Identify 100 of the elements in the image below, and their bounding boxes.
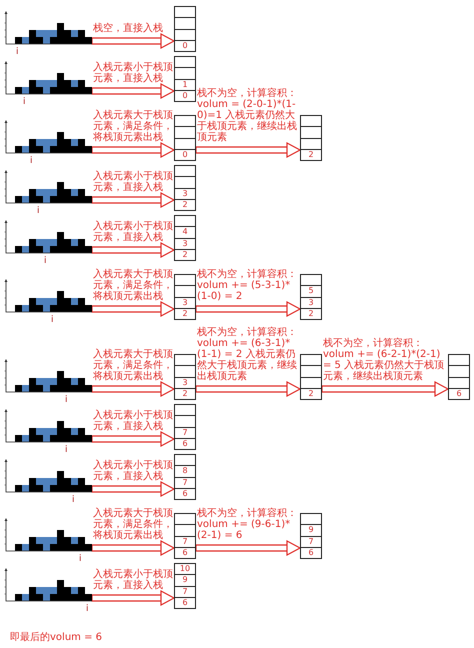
stack-slot: 6: [175, 438, 195, 449]
result-note: 即最后的volum = 6: [10, 632, 102, 643]
pointer-label: i: [65, 446, 68, 455]
step-description: 栈不为空，计算容积： volum += (9-6-1)*(2-1) = 6: [197, 508, 298, 541]
stack-box: [174, 563, 196, 609]
pointer-label: i: [30, 157, 33, 166]
step-description: 入栈元素大于栈顶元素，满足条件，将栈顶元素出栈: [93, 508, 173, 541]
bar-chart-drawing: [2, 10, 92, 46]
bar-chart-drawing: [2, 219, 92, 255]
hollow-arrow: [195, 142, 301, 158]
stack-slot: 3: [175, 378, 195, 389]
stack-slot: 2: [175, 250, 195, 260]
pointer-label: i: [37, 207, 40, 216]
stack-slot: 3: [175, 238, 195, 250]
stack-slot: 3: [175, 188, 195, 200]
pointer-label: i: [86, 605, 89, 614]
stack-slot: 7: [175, 428, 195, 439]
stack-box: [448, 354, 470, 400]
bar-chart-drawing: [2, 517, 92, 553]
hollow-arrow: [91, 192, 175, 208]
stack-slot: 3: [301, 298, 321, 309]
hollow-arrow: [91, 481, 175, 497]
step-description: 入栈元素小于栈顶元素，直接入栈: [93, 569, 173, 591]
stack-box: [174, 454, 196, 500]
stack-box: [174, 513, 196, 559]
step-description: 入栈元素小于栈顶元素，直接入栈: [93, 171, 173, 193]
stack-slot: 0: [175, 90, 195, 101]
hollow-arrow: [91, 33, 175, 49]
stack-slot: 2: [301, 308, 321, 319]
stack-slot: 9: [301, 525, 321, 536]
stack-slot: 3: [175, 298, 195, 309]
hollow-arrow: [91, 242, 175, 258]
step-description: 入栈元素大于栈顶元素，满足条件，将栈顶元素出栈: [93, 269, 173, 302]
hollow-arrow: [195, 540, 301, 556]
stack-slot: 7: [175, 478, 195, 489]
stack-slot: 7: [301, 536, 321, 548]
stack-slot: 2: [301, 150, 321, 160]
stack-slot: 0: [175, 40, 195, 51]
hollow-arrow: [91, 540, 175, 556]
pointer-label: i: [79, 555, 82, 564]
pointer-label: i: [23, 98, 26, 107]
bar-chart-drawing: [2, 119, 92, 155]
hollow-arrow: [195, 301, 301, 317]
pointer-label: i: [51, 316, 54, 325]
bar-chart-drawing: [2, 169, 92, 205]
bar-chart-drawing: [2, 567, 92, 603]
step-description: 栈不为空，计算容积： volum += (6-2-1)*(2-1) = 5 入栈元素仍然大于栈顶元素，继续出栈顶元素: [323, 338, 446, 382]
hollow-arrow: [321, 381, 449, 397]
step-description: 入栈元素小于栈顶元素，直接入栈: [93, 62, 173, 84]
stack-slot: 6: [301, 548, 321, 558]
step-description: 入栈元素小于栈顶元素，直接入栈: [93, 460, 173, 482]
hollow-arrow: [91, 381, 175, 397]
pointer-label: i: [65, 396, 68, 405]
stack-slot: 10: [175, 564, 195, 576]
stack-box: [300, 274, 322, 320]
stack-slot: 4: [175, 227, 195, 238]
step-description: 栈不为空，计算容积： volum += (5-3-1)*(1-0) = 2: [197, 269, 298, 302]
hollow-arrow: [91, 431, 175, 447]
bar-chart-drawing: [2, 358, 92, 394]
bar-chart-drawing: [2, 458, 92, 494]
stack-slot: 2: [175, 388, 195, 399]
step-description: 入栈元素小于栈顶元素，直接入栈: [93, 221, 173, 243]
step-description: 栈空，直接入栈: [93, 23, 164, 34]
hollow-arrow: [91, 590, 175, 606]
stack-slot: 2: [175, 200, 195, 210]
stack-slot: 6: [175, 598, 195, 608]
stack-slot: 6: [175, 548, 195, 558]
pointer-label: i: [16, 48, 19, 57]
stack-slot: 7: [175, 536, 195, 548]
stack-box: [174, 215, 196, 261]
stack-slot: 5: [301, 286, 321, 298]
stack-box: [300, 354, 322, 400]
step-description: 入栈元素小于栈顶元素，直接入栈: [93, 410, 173, 432]
stack-slot: 6: [175, 488, 195, 499]
hollow-arrow: [91, 83, 175, 99]
stack-slot: 2: [301, 388, 321, 399]
stack-box: [174, 404, 196, 450]
bar-chart-drawing: [2, 278, 92, 314]
hollow-arrow: [91, 301, 175, 317]
stack-slot: 1: [175, 80, 195, 91]
stack-slot: 0: [175, 150, 195, 160]
step-description: 入栈元素大于栈顶元素，满足条件，将栈顶元素出栈: [93, 349, 173, 382]
stack-slot: 6: [449, 388, 469, 399]
stack-box: [174, 56, 196, 102]
stack-box: [174, 274, 196, 320]
stack-slot: 2: [175, 308, 195, 319]
hollow-arrow: [195, 381, 301, 397]
stack-slot: 9: [175, 575, 195, 586]
stack-slot: 8: [175, 466, 195, 478]
stack-box: [174, 6, 196, 52]
stack-box: [174, 165, 196, 211]
bar-chart-drawing: [2, 60, 92, 96]
bar-chart-drawing: [2, 408, 92, 444]
pointer-label: i: [44, 257, 47, 266]
step-description: 栈不为空，计算容积： volum = (2-0-1)*(1-0)=1 入栈元素仍然大于栈顶元素，继续出栈顶元素: [197, 88, 298, 143]
stack-slot: 7: [175, 586, 195, 598]
stack-box: [300, 115, 322, 161]
stack-box: [174, 115, 196, 161]
stack-box: [174, 354, 196, 400]
stack-box: [300, 513, 322, 559]
